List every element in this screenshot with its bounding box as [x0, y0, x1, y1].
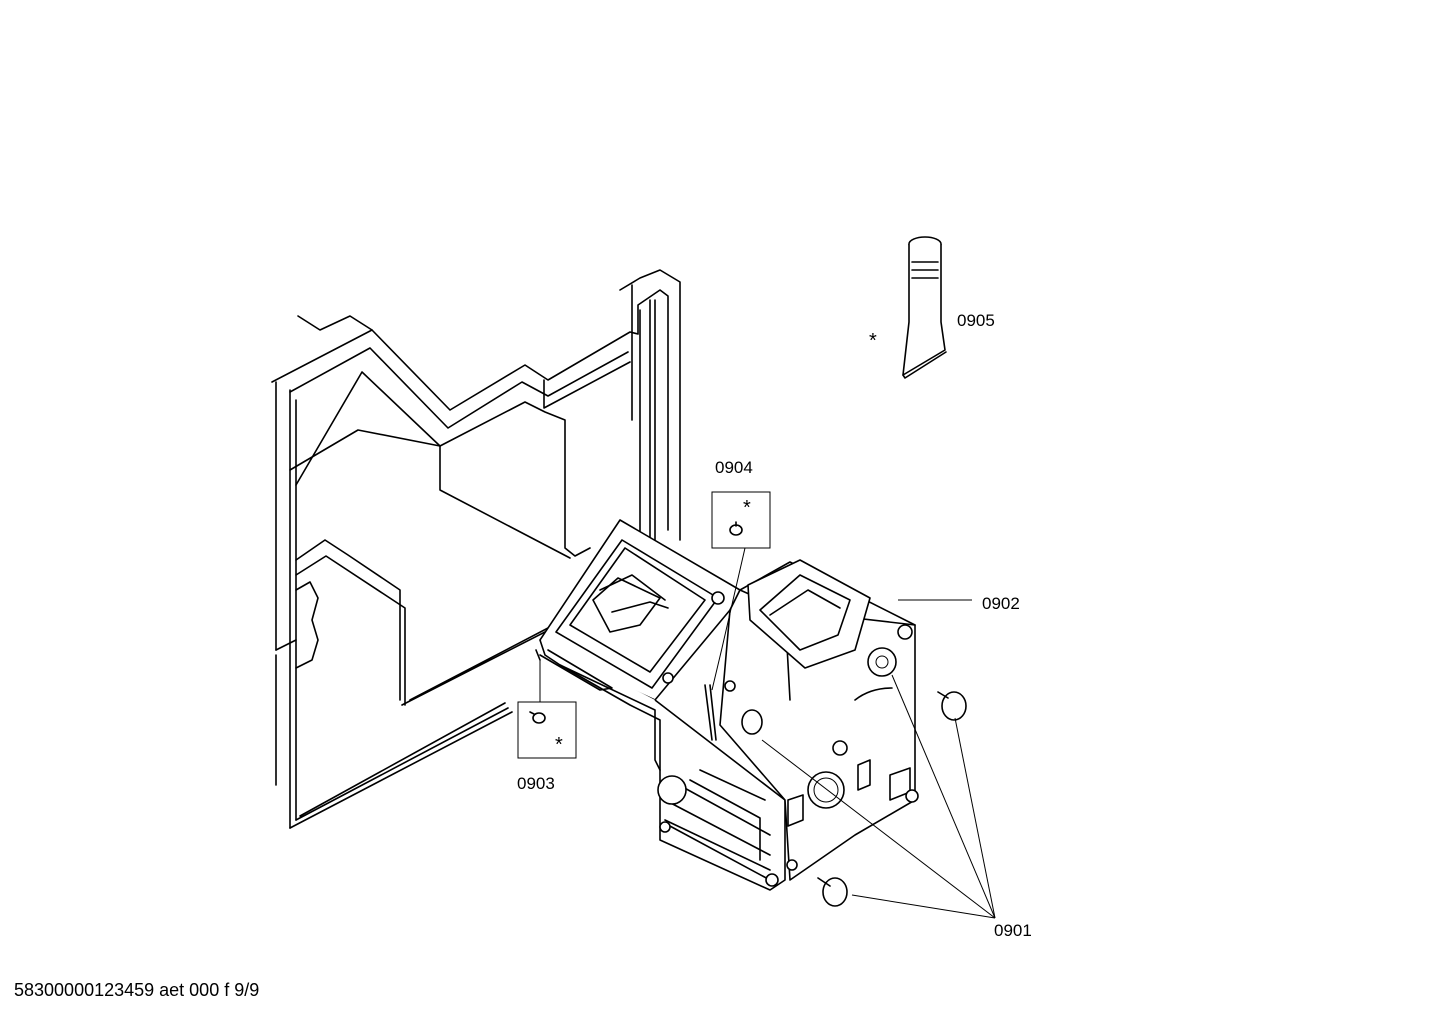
label-0902: 0902: [982, 594, 1020, 613]
label-0904: 0904: [715, 458, 753, 477]
label-0905: 0905: [957, 311, 995, 330]
label-0903: 0903: [517, 774, 555, 793]
main-housing-drawing: [535, 519, 919, 891]
label-0901: 0901: [994, 921, 1032, 940]
mark-0903: *: [555, 734, 563, 756]
drawing-reference-footer: 58300000123459 aet 000 f 9/9: [14, 980, 260, 1000]
part-0905-grease-tube-drawing: [902, 236, 947, 379]
mark-0904: *: [743, 497, 751, 519]
leader-lines: [539, 547, 996, 919]
oven-frame-drawing: [271, 269, 681, 829]
part-0904-drawing: [711, 491, 771, 549]
part-0903-drawing: [517, 701, 577, 759]
plug-0901-parts: [817, 691, 967, 907]
mark-0905: *: [869, 330, 877, 352]
